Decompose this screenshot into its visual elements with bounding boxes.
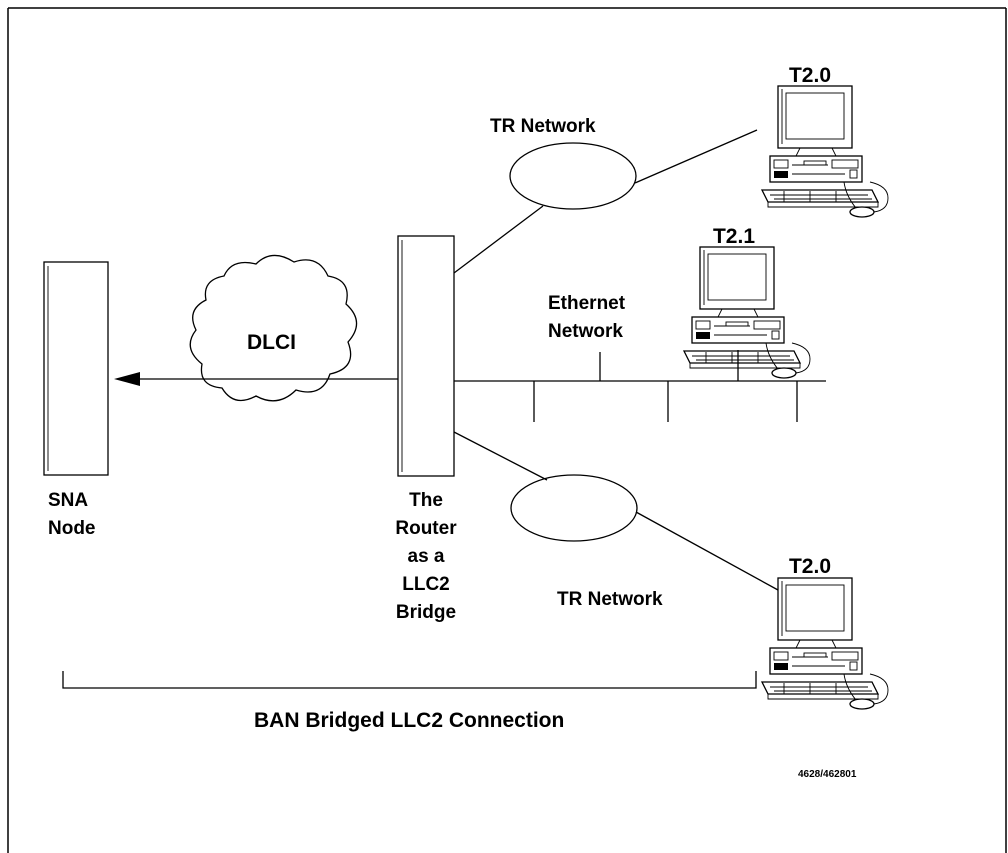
pc-top-label: T2.0 xyxy=(789,64,831,87)
tr-top-to-pc-link xyxy=(634,129,758,184)
cloud-label: DLCI xyxy=(247,331,296,354)
router-to-tr-top-link xyxy=(453,205,544,274)
workstation-icon xyxy=(761,85,889,218)
tr-network-top-ring xyxy=(509,142,637,210)
tr-network-bottom-ring xyxy=(510,474,638,542)
sna-node-label-line1: SNA xyxy=(48,490,88,511)
ethernet-label-line1: Ethernet xyxy=(548,293,626,314)
cloud-icon xyxy=(189,254,358,402)
pc-middle-label: T2.1 xyxy=(713,225,755,248)
arrow-head-icon xyxy=(114,372,140,386)
ethernet-bus xyxy=(454,350,826,422)
router-label-line4: LLC2 xyxy=(402,574,450,595)
connection-label: BAN Bridged LLC2 Connection xyxy=(254,709,564,732)
router-label-line3: as a xyxy=(408,546,445,567)
sna-node-box xyxy=(43,261,109,476)
router-box xyxy=(397,235,455,477)
ethernet-label-line2: Network xyxy=(548,321,623,342)
workstation-icon xyxy=(761,577,889,710)
router-label-line1: The xyxy=(409,490,443,511)
tr-bottom-to-pc-link xyxy=(635,511,779,591)
router-label-line2: Router xyxy=(395,518,457,539)
router-to-tr-bottom-link xyxy=(453,431,548,481)
figure-id: 4628/462801 xyxy=(798,769,857,780)
pc-bottom-label: T2.0 xyxy=(789,555,831,578)
tr-network-bottom-label: TR Network xyxy=(557,589,663,610)
sna-node-label-line2: Node xyxy=(48,518,96,539)
tr-network-top-label: TR Network xyxy=(490,116,596,137)
router-label-line5: Bridge xyxy=(396,602,456,623)
workstation-icon xyxy=(683,246,811,379)
connection-bracket xyxy=(62,671,757,689)
